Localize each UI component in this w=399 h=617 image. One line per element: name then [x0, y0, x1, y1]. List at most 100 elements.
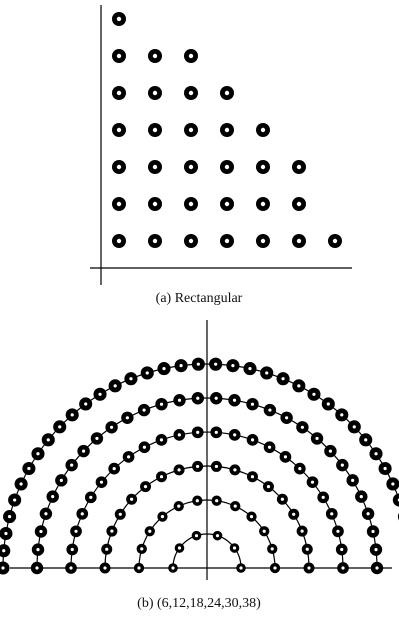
ring-dot-hole	[95, 436, 99, 441]
ring-dot	[0, 526, 13, 541]
ring-dot-hole	[283, 455, 288, 459]
rect-dot-hole	[152, 90, 158, 96]
ring-dot-hole	[177, 546, 182, 550]
ring-dot-hole	[340, 463, 344, 467]
ring-dot-hole	[69, 566, 73, 570]
ring-dot-hole	[177, 468, 181, 472]
ring-dot-hole	[103, 566, 107, 570]
ring-dot	[262, 481, 274, 493]
ring-dot-hole	[233, 504, 237, 508]
ring-dot-hole	[248, 366, 252, 371]
ring-dot-hole	[2, 549, 6, 553]
ring-dot-hole	[137, 566, 141, 570]
ring-dot-hole	[171, 566, 175, 570]
rect-dot	[112, 49, 126, 63]
ring-dot-hole	[51, 495, 55, 499]
ring-dot	[156, 471, 168, 483]
ring-dot-hole	[80, 512, 84, 516]
ring-dot-hole	[330, 512, 334, 516]
ring-dot-hole	[110, 529, 114, 533]
ring-dot-hole	[371, 529, 375, 534]
rect-dot	[256, 197, 270, 211]
ring-dot	[173, 500, 184, 512]
ring-dot-ring	[0, 561, 10, 575]
ring-dot-hole	[35, 566, 39, 570]
rect-dot	[328, 234, 342, 248]
rect-dot	[184, 86, 198, 100]
rect-dot	[256, 160, 270, 174]
ring-dot	[347, 420, 361, 434]
rect-dot	[184, 49, 198, 63]
ring-dot	[174, 359, 188, 373]
ring-dot-hole	[266, 485, 271, 489]
ring-dot	[321, 397, 335, 411]
rect-dot-hole	[152, 201, 158, 207]
ring-dot-hole	[46, 438, 50, 442]
ring-dot-hole	[340, 413, 344, 417]
ring-dot-hole	[341, 566, 345, 570]
ring-dot	[155, 434, 168, 446]
ring-dot	[336, 458, 349, 472]
ring-dot-hole	[177, 433, 181, 437]
rect-dot-hole	[260, 238, 266, 244]
ring-dot	[279, 451, 292, 463]
ring-dot-hole	[196, 396, 200, 400]
ring-dot	[173, 464, 185, 476]
ring-dot	[310, 432, 324, 445]
ring-dot-hole	[351, 478, 355, 482]
ring-dot	[126, 493, 138, 505]
rect-dot	[148, 160, 162, 174]
rect-dot	[112, 234, 126, 248]
ring-dot-hole	[280, 497, 284, 501]
rect-dot	[184, 160, 198, 174]
ring-dot-hole	[19, 482, 23, 486]
ring-dot	[263, 441, 276, 454]
ring-dot	[211, 495, 222, 506]
rect-dot	[184, 234, 198, 248]
rect-dot-hole	[116, 127, 122, 133]
rect-dot	[220, 123, 234, 137]
ring-dot	[370, 561, 384, 575]
ring-dot-hole	[265, 371, 269, 375]
rect-dot	[292, 234, 306, 248]
ring-dot	[260, 366, 274, 380]
ring-dot-hole	[359, 495, 363, 499]
ring-dot	[14, 477, 28, 491]
ring-dot	[8, 493, 22, 507]
ring-dot	[369, 447, 383, 461]
ring-dot-hole	[195, 464, 200, 469]
ring-dot-hole	[366, 512, 370, 516]
ring-dot	[236, 563, 246, 573]
rect-dot-hole	[296, 201, 302, 207]
ring-dot-hole	[336, 529, 340, 533]
ring-dot	[317, 491, 330, 504]
ring-dot	[246, 434, 259, 446]
ring-dot	[191, 426, 204, 439]
ring-dot	[0, 561, 10, 575]
rect-dot-hole	[188, 238, 194, 244]
ring-dot-hole	[44, 512, 48, 516]
ring-dot	[79, 397, 93, 411]
ring-dot	[114, 508, 126, 520]
rect-dot-hole	[296, 238, 302, 244]
ring-dot-hole	[307, 566, 311, 570]
ring-dot	[191, 357, 205, 371]
ring-dot-hole	[4, 531, 8, 536]
ring-dot-hole	[232, 546, 237, 550]
rect-dot-hole	[116, 201, 122, 207]
ring-dot	[140, 366, 154, 380]
ring-dot	[31, 447, 45, 461]
rect-dot	[292, 160, 306, 174]
ring-dot-hole	[383, 466, 387, 471]
ring-dot	[229, 464, 241, 476]
ring-dot-hole	[300, 529, 304, 533]
ring-dot-hole	[27, 466, 31, 471]
ring-dot	[210, 460, 222, 472]
ring-dot-hole	[81, 449, 86, 453]
ring-dot	[306, 476, 319, 489]
ring-dot-hole	[145, 371, 149, 375]
ring-dot-hole	[326, 402, 330, 406]
ring-dot	[359, 433, 373, 447]
concentric-ring-arrangement: (b) (6,12,18,24,30,38)	[0, 320, 399, 611]
